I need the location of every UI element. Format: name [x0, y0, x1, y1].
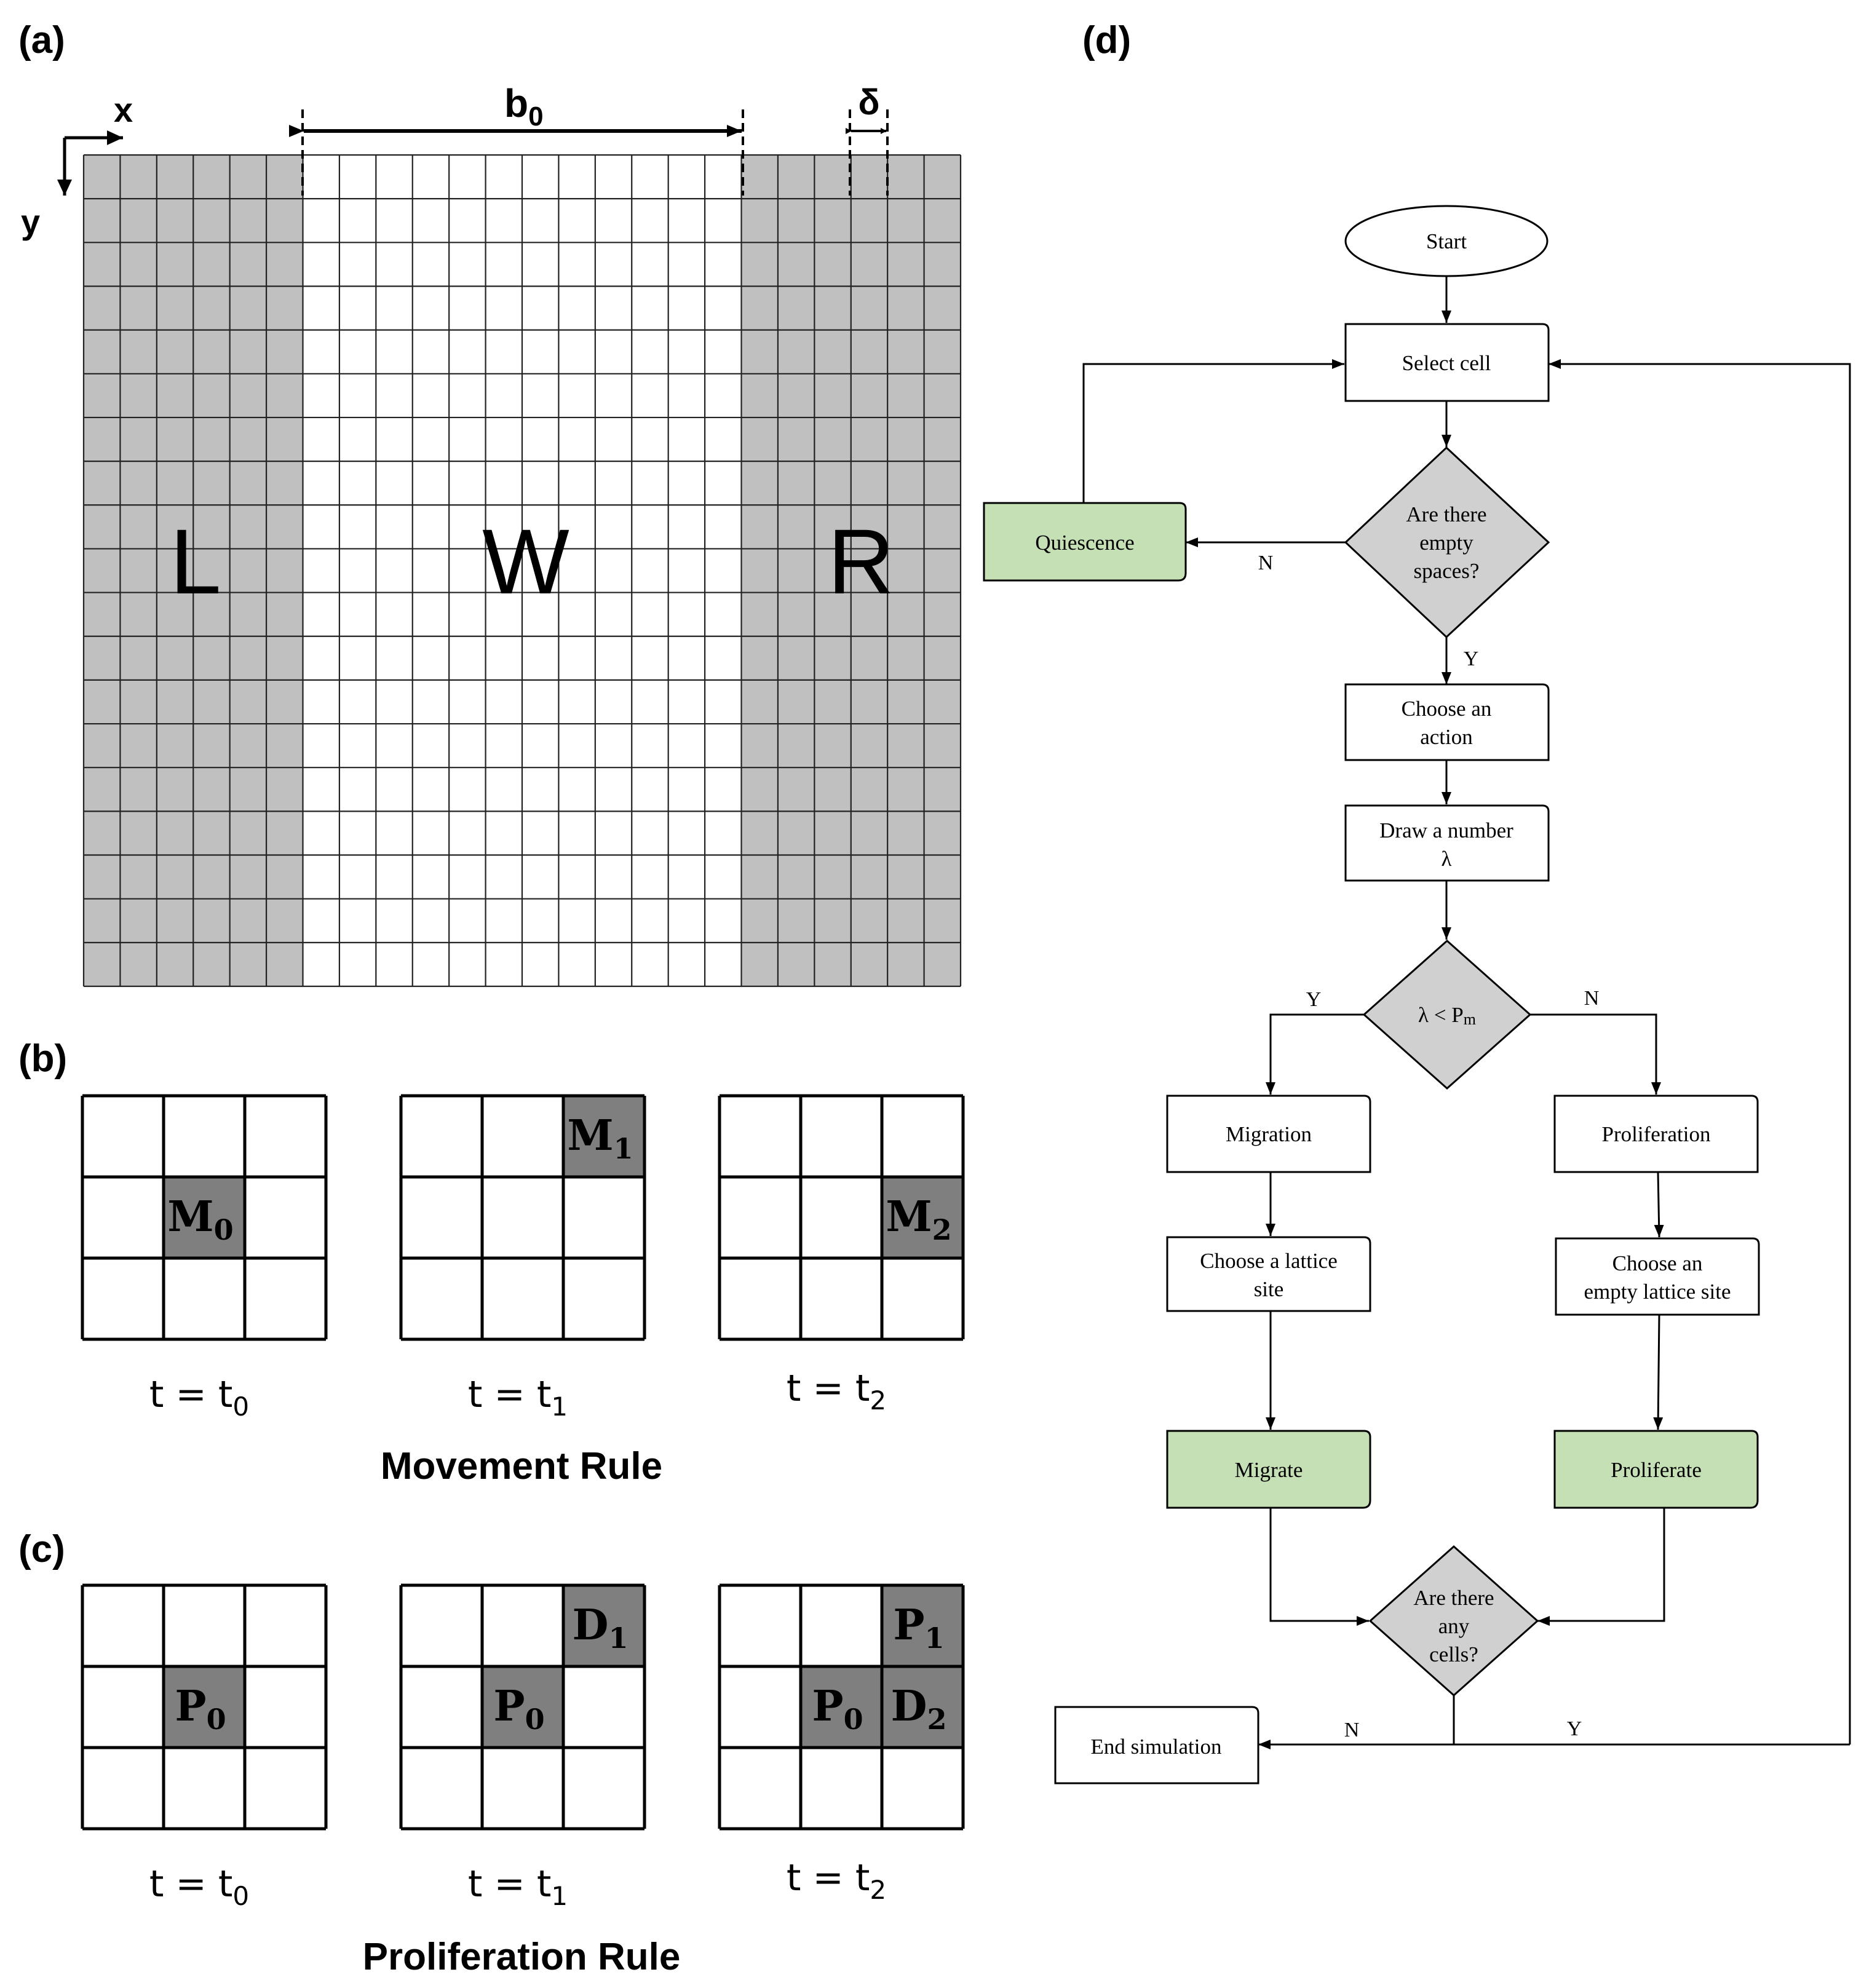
occupied-cell — [164, 1177, 245, 1258]
time-label: t = t1 — [468, 1373, 568, 1422]
occupied-cell — [801, 1666, 882, 1748]
proliferation-frame-1: P0 D1 t = t1 — [399, 1583, 646, 1911]
quiescence-label: Quiescence — [1035, 531, 1134, 555]
cell-label-D1: D1 — [573, 1601, 629, 1655]
cell-label-P0: P0 — [812, 1682, 863, 1736]
time-label: t = t1 — [468, 1863, 568, 1911]
quiescence-node — [983, 502, 1187, 582]
choose-empty-site-label-1: Choose an — [1612, 1251, 1703, 1275]
any-cells-label-3: cells? — [1429, 1642, 1478, 1666]
time-label: t = t0 — [149, 1863, 249, 1911]
cell-label-M1: M1 — [567, 1111, 633, 1165]
flowchart — [983, 205, 1851, 1784]
flowchart-labels: Start Select cell Are there empty spaces… — [1035, 229, 1731, 1759]
movement-frame-1: M1 t = t1 — [399, 1094, 646, 1422]
region-right-label: R — [828, 510, 894, 613]
region-left-label: L — [170, 510, 221, 613]
occupied-cell — [164, 1666, 245, 1748]
any-cells-label-1: Are there — [1413, 1586, 1494, 1610]
proliferate-node — [1553, 1430, 1759, 1509]
movement-rule-title: Movement Rule — [381, 1445, 662, 1487]
draw-number-node — [1344, 804, 1550, 882]
end-simulation-label: End simulation — [1091, 1735, 1222, 1759]
any-cells-yes-label: Y — [1567, 1717, 1582, 1740]
lambda-decision — [1362, 939, 1532, 1090]
empty-spaces-no-label: N — [1258, 552, 1274, 574]
choose-action-node — [1344, 683, 1550, 761]
choose-lattice-site-node — [1166, 1236, 1371, 1312]
movement-frame-0: M0 t = t0 — [81, 1094, 328, 1422]
y-axis-label: y — [21, 202, 40, 241]
proliferate-label: Proliferate — [1611, 1458, 1702, 1482]
time-label: t = t2 — [787, 1856, 886, 1905]
movement-rule-frames: M0 t = t0 M1 t = t1 M2 t = t2 — [81, 1094, 965, 1422]
delta-label: δ — [858, 82, 879, 122]
choose-action-label-2: action — [1420, 725, 1473, 749]
panel-d-label: (d) — [1082, 19, 1131, 61]
proliferation-frame-0: P0 t = t0 — [81, 1583, 328, 1911]
occupied-cell — [882, 1177, 963, 1258]
cell-label-M2: M2 — [886, 1192, 951, 1246]
end-simulation-node — [1054, 1706, 1259, 1784]
any-cells-label-2: any — [1438, 1614, 1470, 1638]
occupied-cell — [563, 1585, 644, 1666]
panel-c-label: (c) — [18, 1528, 65, 1570]
cell-label-P0: P0 — [493, 1682, 544, 1736]
delta-dimension: δ — [846, 82, 889, 196]
panel-b-label: (b) — [18, 1037, 67, 1080]
migrate-label: Migrate — [1235, 1458, 1303, 1482]
choose-action-label-1: Choose an — [1402, 697, 1492, 721]
lambda-yes-label: Y — [1306, 988, 1322, 1011]
proliferation-rule-title: Proliferation Rule — [363, 1936, 681, 1978]
cell-label-P1: P1 — [893, 1601, 944, 1655]
b0-dimension: b0 — [289, 81, 744, 196]
axis-indicator: x y — [21, 90, 133, 241]
any-cells-decision — [1368, 1545, 1539, 1697]
empty-spaces-label-3: spaces? — [1414, 559, 1480, 583]
select-cell-node — [1344, 323, 1550, 402]
draw-number-label-1: Draw a number — [1379, 818, 1513, 842]
occupied-cell — [882, 1585, 963, 1666]
x-axis-label: x — [114, 90, 133, 129]
migration-label: Migration — [1226, 1122, 1312, 1146]
empty-spaces-decision — [1344, 446, 1550, 639]
choose-lattice-site-label-2: site — [1254, 1277, 1284, 1301]
occupied-cell — [882, 1666, 963, 1748]
choose-empty-site-label-2: empty lattice site — [1584, 1280, 1731, 1304]
choose-empty-site-node — [1555, 1237, 1760, 1316]
migrate-node — [1166, 1430, 1371, 1509]
occupied-cell — [482, 1666, 563, 1748]
lambda-condition-label: λ < Pm — [1418, 1003, 1476, 1028]
lattice-grid — [82, 154, 962, 988]
cell-label-P0: P0 — [175, 1682, 226, 1736]
empty-spaces-label-2: empty — [1419, 531, 1473, 555]
start-node — [1344, 205, 1549, 277]
cell-label-D2: D2 — [891, 1682, 947, 1736]
time-label: t = t0 — [149, 1373, 249, 1422]
movement-frame-2: M2 t = t2 — [718, 1094, 965, 1416]
migration-node — [1166, 1095, 1371, 1173]
choose-lattice-site-label-1: Choose a lattice — [1200, 1249, 1338, 1273]
any-cells-no-label: N — [1344, 1719, 1360, 1741]
start-label: Start — [1426, 229, 1467, 253]
lambda-no-label: N — [1584, 987, 1600, 1010]
b0-label: b0 — [504, 81, 544, 132]
proliferation-node — [1553, 1095, 1759, 1173]
cell-label-M0: M0 — [167, 1192, 233, 1246]
occupied-cell — [563, 1096, 644, 1177]
time-label: t = t2 — [787, 1367, 886, 1416]
region-wound-label: W — [482, 510, 569, 613]
empty-spaces-yes-label: Y — [1464, 647, 1479, 670]
proliferation-label: Proliferation — [1602, 1122, 1711, 1146]
select-cell-label: Select cell — [1402, 351, 1491, 375]
panel-a-label: (a) — [18, 19, 65, 61]
empty-spaces-label-1: Are there — [1406, 502, 1486, 526]
draw-number-label-2: λ — [1442, 847, 1452, 871]
